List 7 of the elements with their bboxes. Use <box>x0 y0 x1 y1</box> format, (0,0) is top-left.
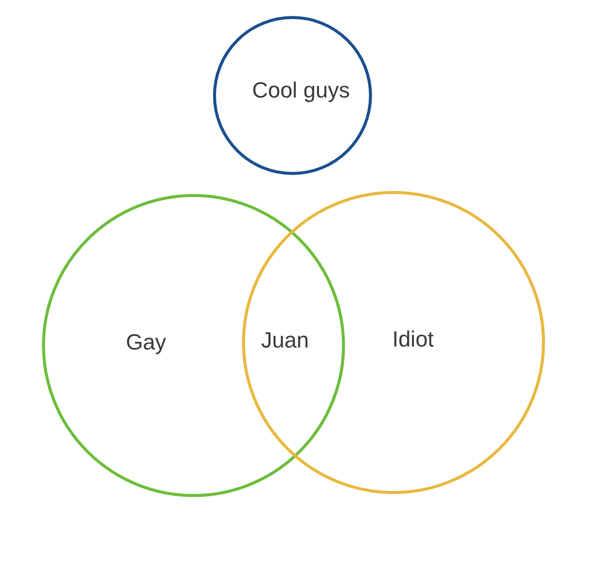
member-label: Juan <box>261 327 309 353</box>
set-circle <box>212 16 372 174</box>
set-circle <box>42 194 344 496</box>
set-label: Gay <box>126 329 166 355</box>
set-circle <box>242 190 544 494</box>
set-label: Cool guys <box>252 77 350 103</box>
set-label: Idiot <box>392 326 434 352</box>
